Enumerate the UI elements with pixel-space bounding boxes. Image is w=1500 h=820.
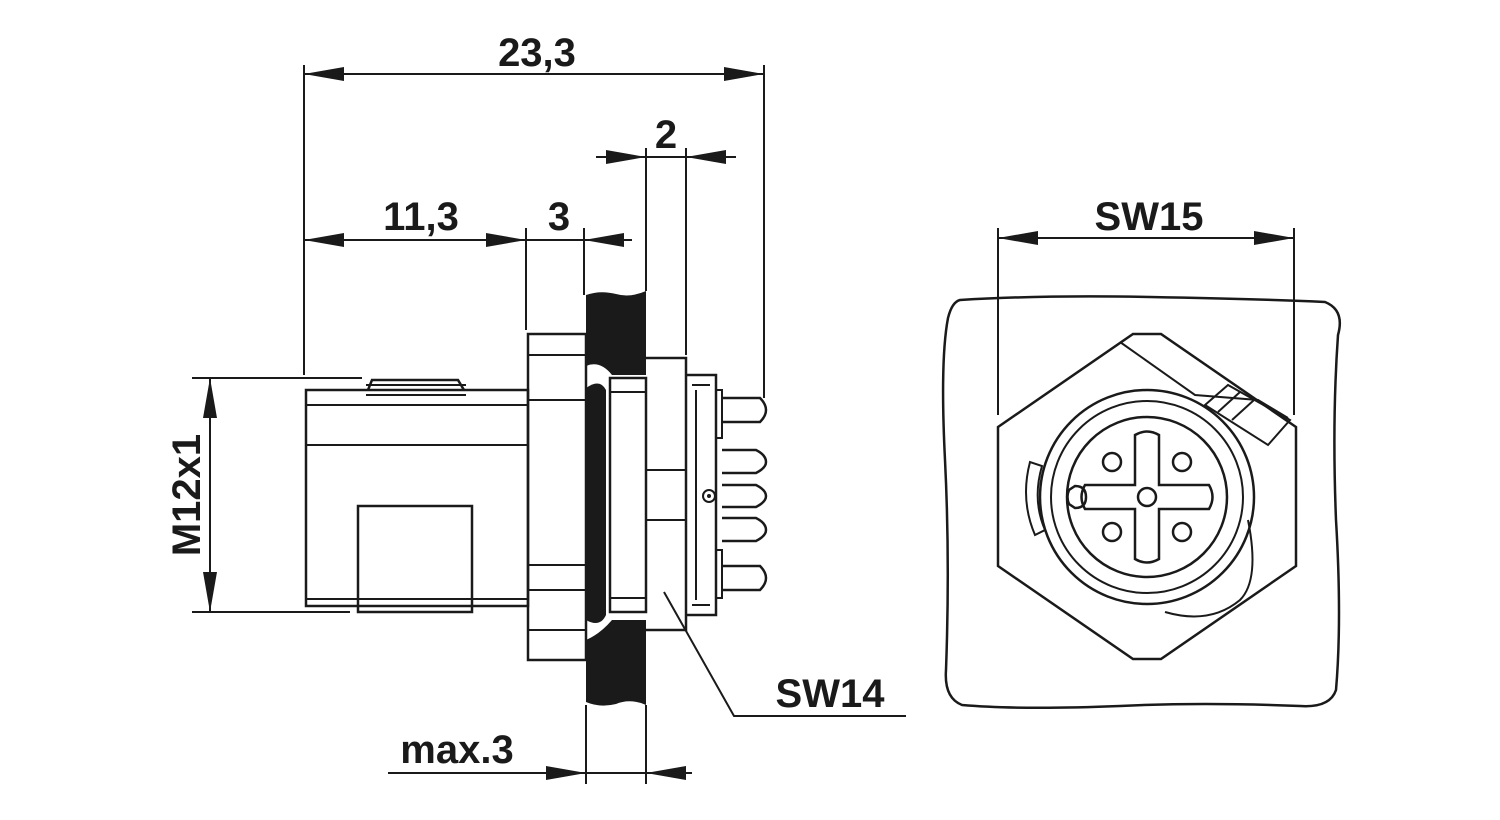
latch-detail: [1025, 341, 1292, 618]
label-thread: M12x1: [165, 434, 209, 556]
threaded-body: [304, 378, 530, 614]
dimension-lines: [192, 65, 1295, 784]
hex-nut: [996, 332, 1298, 661]
label-overall-length: 23,3: [498, 31, 576, 75]
label-panel-thickness: max.3: [400, 728, 513, 772]
dimension-labels: 23,3 11,3 3 2 M12x1 SW14 SW15 max.3: [165, 31, 1203, 772]
flange: [526, 332, 588, 662]
panel-wall: [586, 291, 646, 706]
outer-ring: [1038, 388, 1256, 606]
label-body-length: 11,3: [383, 195, 459, 239]
contact-sockets: [1101, 451, 1193, 543]
label-flange-width: 3: [548, 195, 570, 239]
middle-ring: [1050, 400, 1244, 594]
side-view: [304, 291, 768, 706]
label-pin-offset: 2: [655, 113, 677, 157]
rear-housing: [608, 356, 723, 632]
contact-pins: [722, 396, 768, 592]
label-wrench-rear: SW14: [776, 672, 886, 716]
contact-insert: [1080, 430, 1214, 564]
leader-sw14: [663, 591, 906, 717]
label-wrench-front: SW15: [1095, 195, 1204, 239]
inner-ring: [1065, 415, 1229, 579]
panel-outline: [941, 295, 1342, 710]
front-view: [941, 295, 1342, 710]
